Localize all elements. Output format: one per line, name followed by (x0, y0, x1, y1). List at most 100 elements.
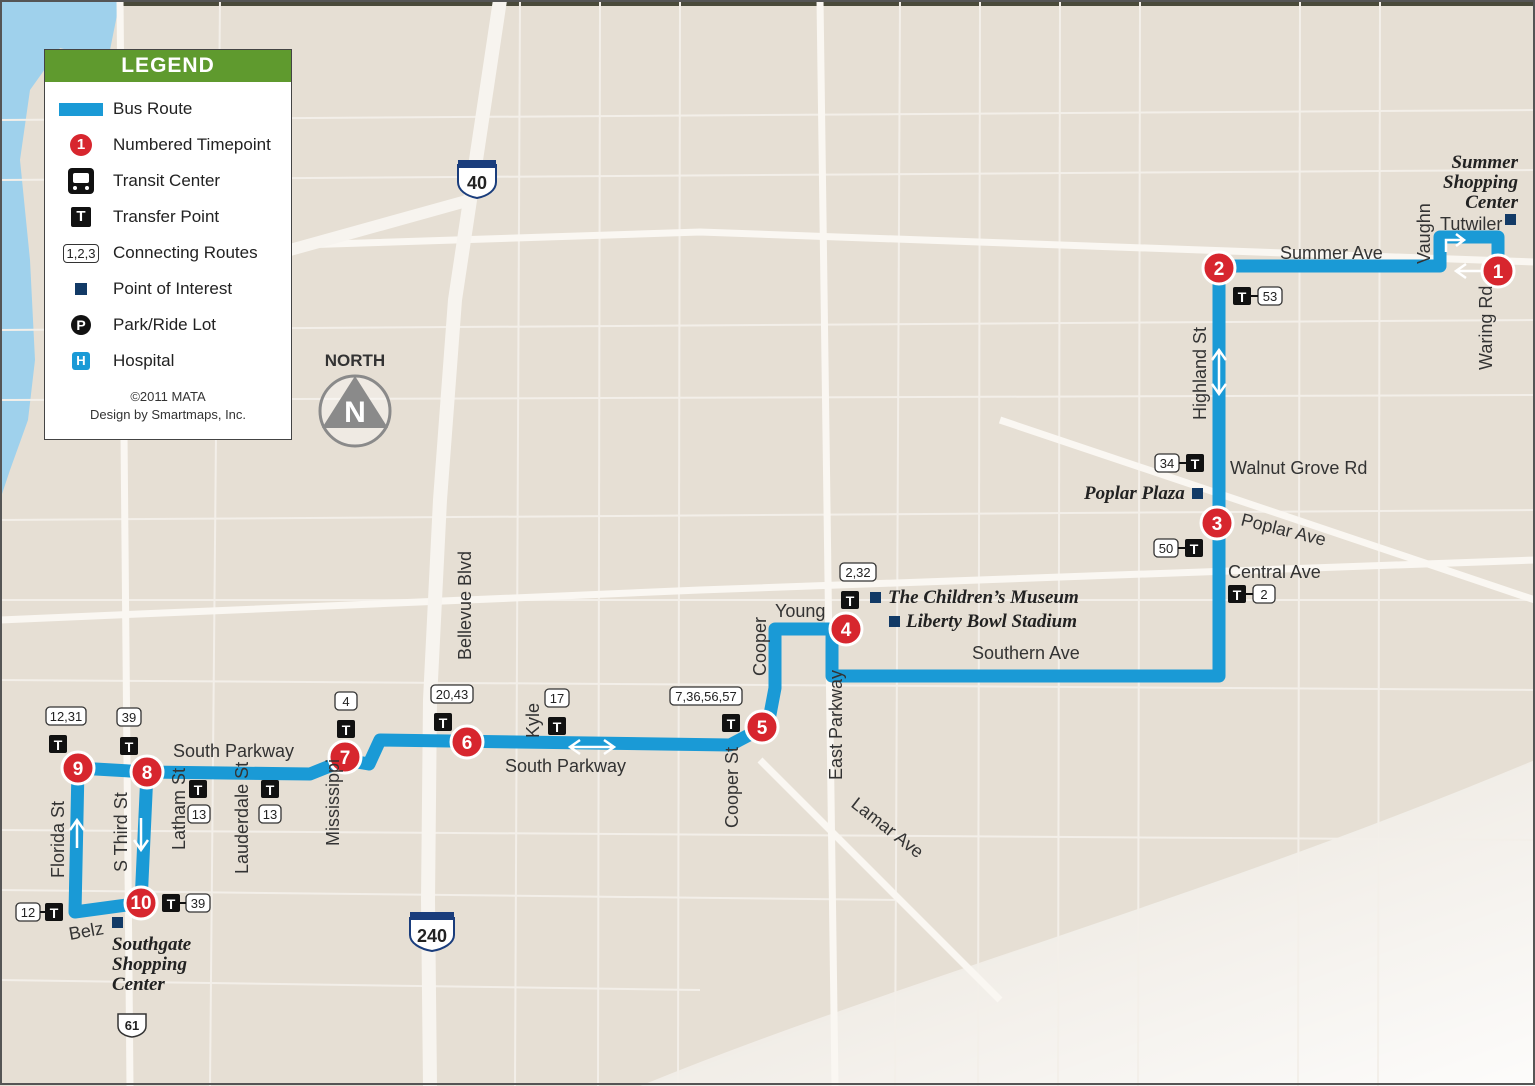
route-53-label: 53 (1263, 289, 1277, 304)
street-florida-st: Florida St (48, 801, 68, 878)
route-box-13-latham (187, 804, 211, 824)
timepoint-4[interactable]: 4 (828, 611, 864, 647)
timepoint-10[interactable]: 10 (123, 885, 159, 921)
timepoint-9[interactable]: 9 (60, 750, 96, 786)
street-south-parkway-east: South Parkway (505, 756, 626, 776)
street-young: Young (775, 601, 825, 621)
street-cooper: Cooper (750, 617, 770, 676)
timepoint-6[interactable]: 6 (449, 724, 485, 760)
svg-text:240: 240 (417, 926, 447, 946)
route-2-32-label: 2,32 (845, 565, 870, 580)
legend-label: Bus Route (113, 99, 193, 118)
svg-text:61: 61 (125, 1018, 139, 1033)
street-east-parkway: East Parkway (826, 670, 846, 780)
svg-text:6: 6 (462, 733, 473, 754)
svg-text:40: 40 (467, 173, 487, 193)
legend-item-point-of-interest: Point of Interest (45, 274, 291, 304)
place-southgate-line2: Shopping (112, 954, 187, 975)
place-summer-shopping-center-line2: Shopping (1443, 172, 1518, 193)
legend-label: Hospital (113, 351, 175, 370)
route-box-39-north (116, 707, 142, 727)
street-kyle: Kyle (523, 703, 543, 738)
river-water (0, 0, 120, 500)
interstate-240-shield: 240 (409, 912, 455, 953)
timepoint-8[interactable]: 8 (129, 754, 165, 790)
route-7-36-56-57-label: 7,36,56,57 (675, 689, 736, 704)
connecting-routes (15, 286, 1283, 922)
place-southgate-line1: Southgate (112, 934, 192, 955)
route-13-latham-label: 13 (192, 807, 206, 822)
street-south-parkway-west: South Parkway (173, 741, 294, 761)
street-highland-st: Highland St (1190, 327, 1210, 420)
north-label: NORTH (325, 351, 385, 370)
route-39-south-label: 39 (191, 896, 205, 911)
timepoint-7[interactable]: 7 (327, 739, 363, 775)
route-box-7-36-56-57 (669, 686, 743, 706)
svg-text:7: 7 (340, 748, 351, 769)
street-cooper-st: Cooper St (722, 747, 742, 828)
interstate-40-shield: 40 (457, 160, 497, 200)
faded-area (640, 760, 1535, 1086)
route-39-north-label: 39 (122, 710, 136, 725)
legend-panel: LEGEND Bus Route 1 Numbered Timepoint Tr… (44, 49, 292, 440)
svg-text:2: 2 (1214, 259, 1225, 280)
svg-text:4: 4 (841, 620, 852, 641)
svg-text:8: 8 (142, 763, 153, 784)
legend-item-bus-route: Bus Route (45, 94, 291, 124)
timepoint-3[interactable]: 3 (1199, 505, 1235, 541)
legend-item-timepoint: 1 Numbered Timepoint (45, 130, 291, 160)
route-12-31-label: 12,31 (50, 709, 83, 724)
timepoint-2[interactable]: 2 (1201, 250, 1237, 286)
north-letter: N (344, 396, 366, 429)
street-bellevue-blvd: Bellevue Blvd (455, 551, 475, 660)
direction-arrows (68, 233, 1482, 853)
legend-label: Point of Interest (113, 279, 233, 298)
transit-center-icon (68, 168, 94, 194)
street-waring-rd: Waring Rd (1476, 286, 1496, 370)
svg-text:10: 10 (130, 893, 151, 914)
place-liberty-bowl-stadium: Liberty Bowl Stadium (905, 611, 1077, 632)
route-2-label: 2 (1260, 587, 1267, 602)
place-summer-shopping-center-line3: Center (1465, 192, 1518, 213)
copyright-text: ©2011 MATA (130, 389, 206, 404)
street-vaughn: Vaughn (1414, 203, 1434, 264)
park-ride-icon: P (71, 315, 91, 335)
svg-text:3: 3 (1212, 514, 1223, 535)
svg-text:1: 1 (1493, 262, 1504, 283)
legend-item-transit-center: Transit Center (45, 166, 291, 196)
route-box-20-43 (430, 684, 474, 704)
route-12-label: 12 (21, 905, 35, 920)
route-34-label: 34 (1160, 456, 1174, 471)
design-credit-text: Design by Smartmaps, Inc. (89, 407, 247, 422)
route-4-label: 4 (342, 694, 349, 709)
street-s-third-st: S Third St (111, 792, 131, 872)
point-of-interest-icon (75, 283, 87, 295)
legend-label: Numbered Timepoint (113, 135, 271, 154)
route-box-4 (334, 691, 358, 711)
timepoint-1[interactable]: 1 (1480, 253, 1516, 289)
connecting-routes-icon: 1,2,3 (62, 243, 100, 263)
legend-label: Transit Center (113, 171, 221, 190)
route-13-lauderdale-label: 13 (263, 807, 277, 822)
place-summer-shopping-center-line1: Summer (1451, 152, 1518, 173)
street-walnut-grove-rd: Walnut Grove Rd (1230, 458, 1367, 478)
legend-label: Park/Ride Lot (113, 315, 216, 334)
svg-text:9: 9 (73, 759, 84, 780)
north-compass: NORTH N (314, 350, 396, 450)
timepoint-5[interactable]: 5 (744, 709, 780, 745)
route-50-label: 50 (1159, 541, 1173, 556)
hospital-icon: H (72, 352, 90, 370)
street-mississippi: Mississippi (323, 759, 343, 846)
street-latham-st: Latham St (169, 768, 189, 850)
street-summer-ave: Summer Ave (1280, 243, 1383, 263)
route-box-2-32 (839, 562, 877, 582)
legend-item-hospital: H Hospital (45, 346, 291, 376)
legend-label: Transfer Point (113, 207, 220, 226)
legend-item-connecting-routes: 1,2,3 Connecting Routes (45, 238, 291, 268)
legend-item-park-ride: P Park/Ride Lot (45, 310, 291, 340)
legend-credits: ©2011 MATA Design by Smartmaps, Inc. (45, 388, 291, 424)
place-poplar-plaza: Poplar Plaza (1083, 483, 1185, 504)
street-central-ave: Central Ave (1228, 562, 1321, 582)
timepoint-icon: 1 (70, 134, 92, 156)
street-southern-ave: Southern Ave (972, 643, 1080, 663)
